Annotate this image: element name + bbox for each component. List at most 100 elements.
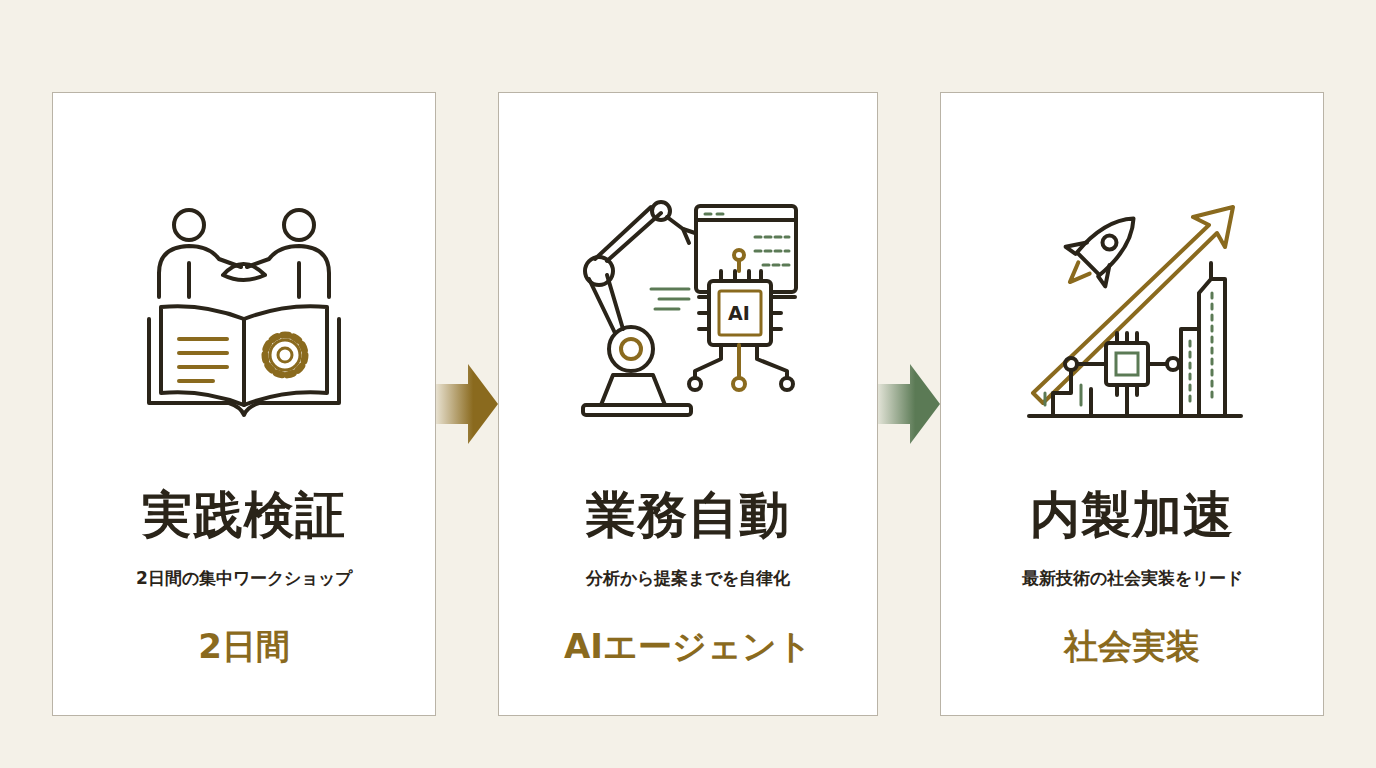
step-description: 分析から提案までを自律化 <box>586 565 790 591</box>
illustration-part <box>595 207 651 259</box>
illustration-part <box>609 327 653 371</box>
illustration-part <box>187 263 191 297</box>
illustration-part <box>699 297 709 329</box>
illustration-part <box>583 405 691 415</box>
illustration-part <box>179 365 227 369</box>
illustration-part <box>1097 265 1118 286</box>
step-panel: 実践検証 2日間の集中ワークショップ 2日間 <box>52 92 436 716</box>
illustration-part <box>1077 362 1106 366</box>
illustration-part <box>734 250 744 260</box>
illustration-part <box>755 236 789 239</box>
illustration-part <box>757 345 787 377</box>
illustration-part <box>1117 333 1137 343</box>
illustration-part <box>585 257 613 285</box>
illustration-part <box>737 345 741 377</box>
illustration-part <box>733 378 745 390</box>
illustration-part <box>621 250 761 390</box>
illustration-part <box>297 263 301 297</box>
illustration-part <box>607 213 661 261</box>
illustration-part <box>1089 389 1093 416</box>
text-column: 内製加速最新技術の社会実装をリード社会実装 <box>941 485 1323 668</box>
illustration-part <box>1066 234 1087 255</box>
illustration-part <box>652 202 670 220</box>
illustration-part <box>1044 393 1047 405</box>
illustration-part <box>247 246 329 297</box>
illustration-part <box>651 214 789 309</box>
illustration-part <box>223 264 265 280</box>
illustration-part <box>174 210 204 240</box>
illustration-part <box>1116 353 1138 375</box>
illustration-part <box>717 213 723 216</box>
illustration-part <box>1050 199 1153 302</box>
illustration-part <box>1100 233 1120 253</box>
illustration-part <box>683 229 695 233</box>
illustration-part <box>179 379 213 383</box>
illustration-part <box>781 295 795 299</box>
illustration-part <box>719 291 761 335</box>
illustration-part <box>695 345 721 377</box>
illustration-part <box>705 213 711 216</box>
illustration-part <box>721 271 761 281</box>
illustration-part <box>1053 370 1071 416</box>
flow-arrow <box>436 364 498 444</box>
illustration-part <box>1117 385 1137 416</box>
illustration-part <box>771 297 781 329</box>
illustration-part <box>159 246 241 297</box>
robot-ai-icon <box>499 93 883 717</box>
step-panel: 業務自動分析から提案までを自律化 AIエージェント AI <box>498 92 878 716</box>
illustration-part <box>1211 293 1214 403</box>
step-description: 最新技術の社会実装をリード <box>1022 565 1243 591</box>
illustration-part <box>1181 329 1199 416</box>
illustration-part <box>149 319 339 415</box>
illustration-part <box>601 375 665 405</box>
illustration-part <box>696 218 796 222</box>
illustration-part <box>696 206 796 292</box>
illustration-part <box>1199 263 1225 416</box>
rocket-growth-icon <box>941 93 1325 717</box>
chip-label: AI <box>728 302 750 324</box>
step-title: 内製加速 <box>1030 485 1234 545</box>
illustration-part <box>655 308 679 311</box>
illustration-part <box>179 351 227 355</box>
illustration-part <box>607 275 623 329</box>
step-highlight: 社会実装 <box>1064 624 1200 668</box>
illustration-part <box>265 335 305 375</box>
step-title: 業務自動 <box>586 485 790 545</box>
step-title: 実践検証 <box>142 485 346 545</box>
illustration-part <box>755 250 789 253</box>
illustration-part <box>270 340 300 370</box>
illustration-part <box>1106 343 1148 385</box>
step-description: 2日間の集中ワークショップ <box>136 565 352 591</box>
illustration-part <box>583 202 796 415</box>
illustration-part <box>1076 207 1145 276</box>
illustration-part <box>1045 293 1212 405</box>
illustration-part <box>1148 362 1167 366</box>
step-highlight: 2日間 <box>198 624 290 668</box>
illustration-part <box>667 217 689 243</box>
illustration-part <box>589 279 615 333</box>
flow-arrow <box>878 364 940 444</box>
illustration-part <box>737 261 741 271</box>
illustration-part <box>161 306 244 405</box>
illustration-part <box>1033 207 1233 403</box>
illustration-part <box>1065 358 1077 370</box>
illustration-part <box>179 337 227 341</box>
illustration-part <box>278 348 292 362</box>
illustration-part <box>1080 385 1083 405</box>
illustration-part <box>244 306 327 405</box>
illustration-part <box>179 335 305 381</box>
illustration-part <box>149 210 339 415</box>
illustration-part <box>621 339 641 359</box>
handshake-book-icon <box>53 93 437 717</box>
illustration-part <box>659 298 689 301</box>
text-column: 業務自動分析から提案までを自律化 AIエージェント <box>499 485 877 668</box>
step-panel: 内製加速最新技術の社会実装をリード社会実装 <box>940 92 1324 716</box>
illustration-part <box>1167 358 1179 370</box>
illustration-part <box>689 378 701 390</box>
illustration-part <box>763 264 789 267</box>
illustration-part <box>651 288 689 291</box>
illustration-part <box>781 378 793 390</box>
step-highlight: AIエージェント <box>564 624 812 668</box>
illustration-part <box>1029 263 1241 416</box>
illustration-part <box>1029 414 1241 418</box>
